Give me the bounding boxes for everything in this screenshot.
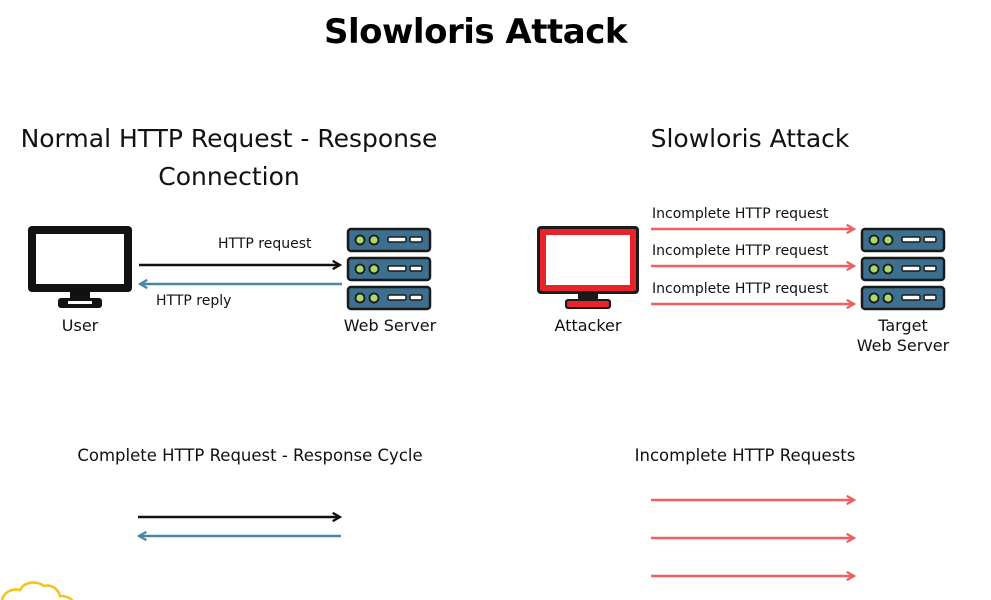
incomplete-request-label-3: Incomplete HTTP request — [652, 281, 829, 297]
target-label-line2: Web Server — [856, 336, 950, 355]
user-monitor-icon — [28, 226, 132, 308]
user-label: User — [61, 316, 99, 335]
attacker-monitor-icon — [537, 226, 639, 309]
target-server-label: Target Web Server — [843, 316, 963, 356]
normal-section-heading: Normal HTTP Request - Response Connectio… — [0, 120, 458, 196]
request-label: HTTP request — [218, 236, 312, 252]
attack-legend-caption: Incomplete HTTP Requests — [634, 446, 856, 465]
reply-label: HTTP reply — [156, 293, 232, 309]
attack-section-heading: Slowloris Attack — [650, 124, 850, 153]
normal-legend-caption: Complete HTTP Request - Response Cycle — [77, 446, 423, 465]
attacker-label: Attacker — [554, 316, 622, 335]
target-server-icon — [860, 227, 946, 311]
web-server-icon — [346, 227, 432, 311]
normal-heading-line2: Connection — [158, 162, 300, 191]
cloud-logo-icon — [0, 581, 74, 600]
incomplete-request-label-1: Incomplete HTTP request — [652, 206, 829, 222]
target-label-line1: Target — [878, 316, 928, 335]
web-server-label: Web Server — [343, 316, 437, 335]
page-title: Slowloris Attack — [324, 12, 627, 52]
normal-heading-line1: Normal HTTP Request - Response — [20, 124, 438, 153]
incomplete-request-label-2: Incomplete HTTP request — [652, 243, 829, 259]
